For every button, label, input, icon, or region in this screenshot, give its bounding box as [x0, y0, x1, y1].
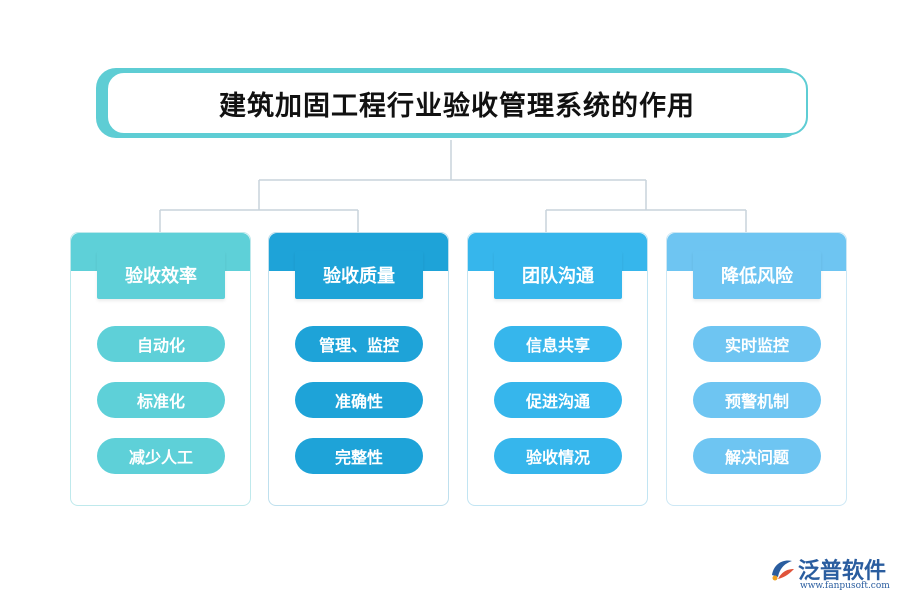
category-item: 完整性 [295, 438, 423, 474]
category-item: 促进沟通 [494, 382, 622, 418]
category-card-risk: 降低风险 实时监控 预警机制 解决问题 [666, 232, 847, 506]
category-item: 解决问题 [693, 438, 821, 474]
fanpu-logo-icon [772, 560, 794, 581]
category-header: 团队沟通 [494, 251, 622, 299]
category-header: 验收效率 [97, 251, 225, 299]
category-item: 信息共享 [494, 326, 622, 362]
category-header: 验收质量 [295, 251, 423, 299]
brand-logo: 泛普软件 www.fanpusoft.com [768, 553, 894, 593]
category-item: 准确性 [295, 382, 423, 418]
category-item: 实时监控 [693, 326, 821, 362]
category-item: 减少人工 [97, 438, 225, 474]
connector-trunk [159, 140, 747, 232]
category-item: 预警机制 [693, 382, 821, 418]
category-item: 标准化 [97, 382, 225, 418]
title-banner: 建筑加固工程行业验收管理系统的作用 [96, 68, 816, 140]
category-card-efficiency: 验收效率 自动化 标准化 减少人工 [70, 232, 251, 506]
page-title: 建筑加固工程行业验收管理系统的作用 [106, 71, 808, 135]
category-item: 自动化 [97, 326, 225, 362]
brand-url: www.fanpusoft.com [800, 581, 890, 591]
category-header: 降低风险 [693, 251, 821, 299]
category-card-quality: 验收质量 管理、监控 准确性 完整性 [268, 232, 449, 506]
category-card-communication: 团队沟通 信息共享 促进沟通 验收情况 [467, 232, 648, 506]
brand-name: 泛普软件 [798, 559, 887, 584]
category-item: 验收情况 [494, 438, 622, 474]
category-item: 管理、监控 [295, 326, 423, 362]
